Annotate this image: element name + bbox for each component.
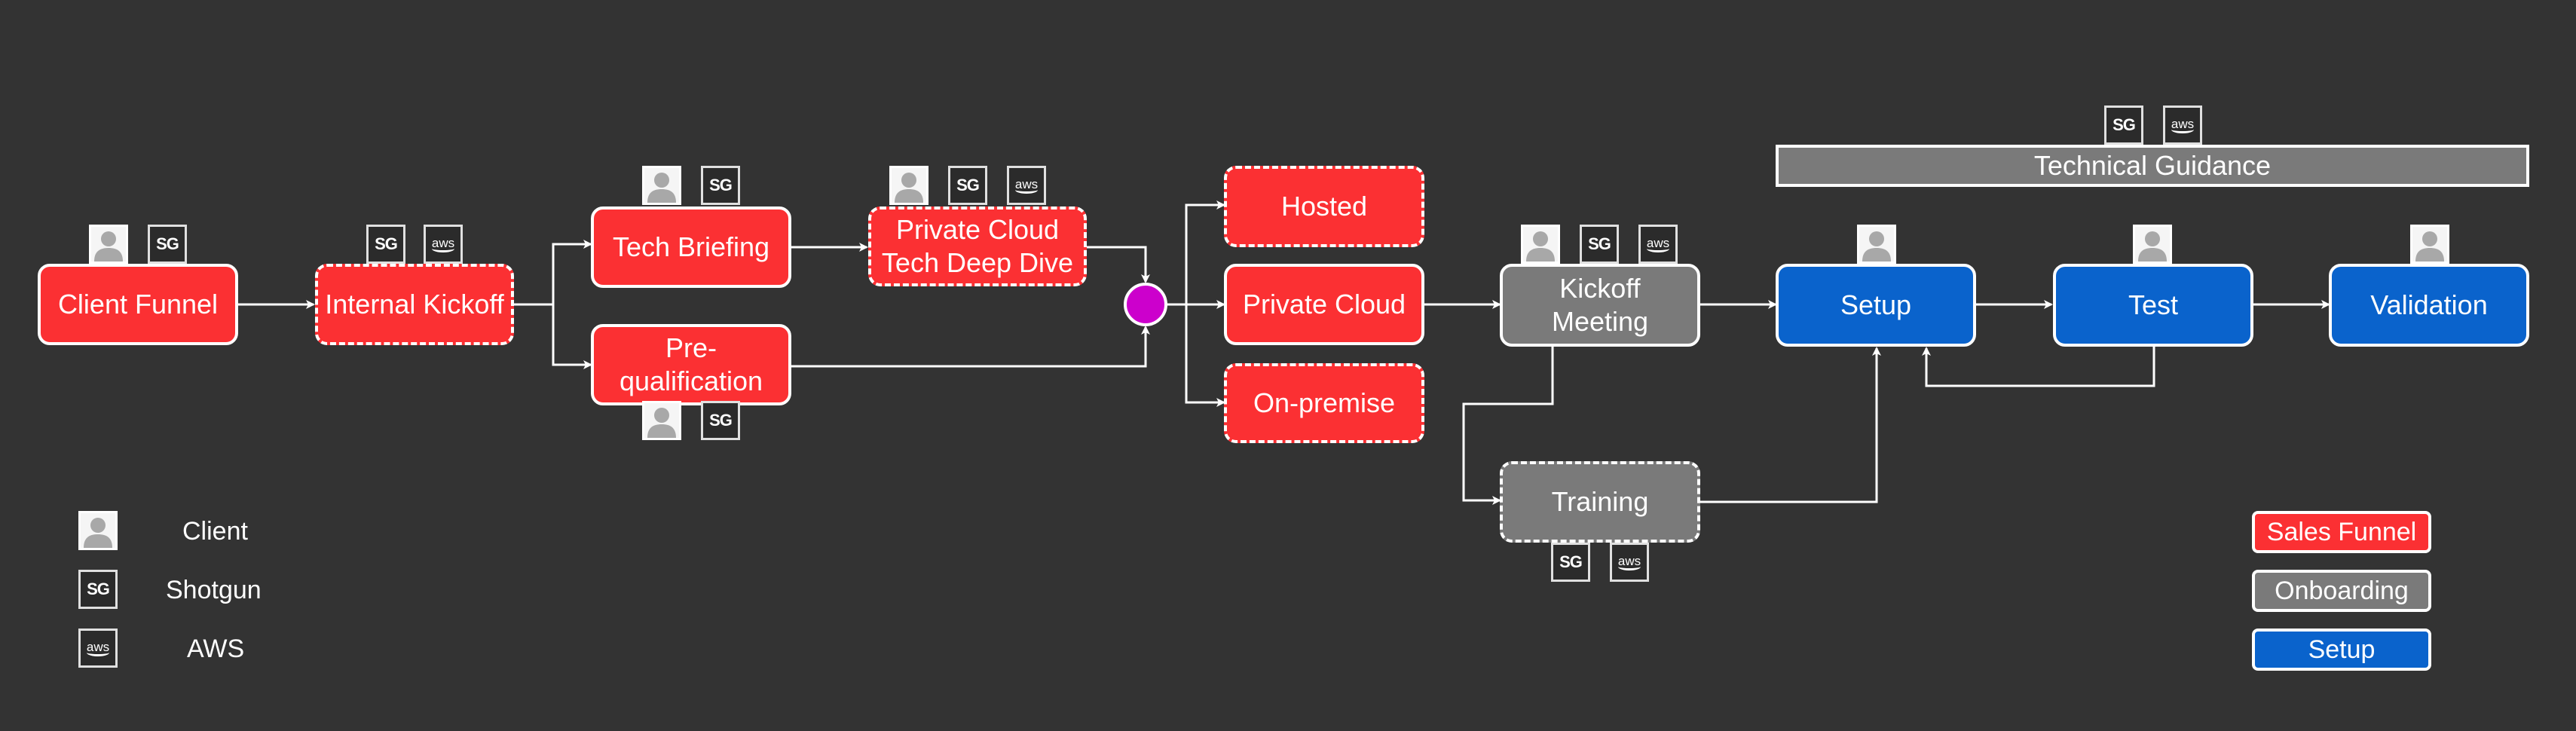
edge-kickoff-to-training <box>1462 347 1554 505</box>
node-label: Tech Briefing <box>612 231 770 262</box>
person-icon <box>889 166 929 205</box>
banner-label: Technical Guidance <box>2033 150 2272 181</box>
aws-icon: aws <box>1610 543 1649 582</box>
node-setup[interactable]: Setup <box>1776 264 1976 347</box>
legend-label-shotgun: Shotgun <box>166 576 262 604</box>
person-icon <box>78 511 118 550</box>
person-icon <box>642 166 681 205</box>
aws-icon: aws <box>1007 166 1046 205</box>
aws-icon: aws <box>78 629 118 668</box>
legend-onboarding: Onboarding <box>2252 570 2431 612</box>
sg-icon: SG <box>948 166 987 205</box>
node-label: Setup <box>1840 289 1912 320</box>
node-label: Client Funnel <box>57 289 219 320</box>
person-icon <box>642 401 681 440</box>
edge-test-to-setup <box>1922 347 2155 387</box>
legend-setup: Setup <box>2252 629 2431 671</box>
edge-internal-to-tech <box>514 240 592 306</box>
node-validation[interactable]: Validation <box>2329 264 2529 347</box>
node-prequalification[interactable]: Pre- qualification <box>591 324 791 405</box>
node-hosted[interactable]: Hosted <box>1224 166 1424 247</box>
edge-internal-to-prequal <box>552 304 592 369</box>
node-label: Private Cloud Tech Deep Dive <box>881 214 1074 278</box>
node-label: Kickoff Meeting <box>1551 273 1649 337</box>
sg-icon: SG <box>78 570 118 609</box>
legend-label-aws: AWS <box>187 635 245 663</box>
person-icon <box>1857 225 1896 264</box>
node-on-premise[interactable]: On-premise <box>1224 363 1424 443</box>
sg-icon: SG <box>701 401 740 440</box>
edge-prequal-to-junction <box>791 326 1150 368</box>
aws-icon: aws <box>1638 225 1678 264</box>
legend-sales-funnel-label: Sales Funnel <box>2266 517 2417 546</box>
node-label: Validation <box>2370 289 2488 320</box>
node-private-cloud-deep-dive[interactable]: Private Cloud Tech Deep Dive <box>868 206 1087 286</box>
node-private-cloud[interactable]: Private Cloud <box>1224 264 1424 345</box>
aws-icon: aws <box>2163 106 2202 145</box>
sg-icon: SG <box>701 166 740 205</box>
node-tech-briefing[interactable]: Tech Briefing <box>591 206 791 288</box>
person-icon <box>2133 225 2172 264</box>
legend-label-client: Client <box>182 517 248 546</box>
sg-icon: SG <box>2104 106 2143 145</box>
node-label: Private Cloud <box>1242 289 1406 320</box>
node-internal-kickoff[interactable]: Internal Kickoff <box>315 264 514 345</box>
junction-node <box>1124 283 1167 326</box>
node-label: Test <box>2128 289 2179 320</box>
node-test[interactable]: Test <box>2053 264 2253 347</box>
node-label: On-premise <box>1253 387 1396 418</box>
edge-deepdive-to-junction <box>1087 246 1150 283</box>
node-label: Pre- qualification <box>619 332 763 396</box>
node-training[interactable]: Training <box>1500 461 1700 543</box>
aws-icon: aws <box>424 225 463 264</box>
person-icon <box>2410 225 2449 264</box>
person-icon <box>1521 225 1560 264</box>
legend-sales-funnel: Sales Funnel <box>2252 511 2431 553</box>
technical-guidance-banner: Technical Guidance <box>1776 145 2529 187</box>
sg-icon: SG <box>366 225 405 264</box>
edge-junction-to-hosted <box>1167 200 1225 306</box>
edge-training-to-setup <box>1700 347 1881 503</box>
sg-icon: SG <box>1551 543 1590 582</box>
node-label: Internal Kickoff <box>325 289 504 320</box>
node-kickoff-meeting[interactable]: Kickoff Meeting <box>1500 264 1700 347</box>
edge-junction-to-onprem <box>1185 304 1225 407</box>
person-icon <box>89 225 128 264</box>
legend-setup-label: Setup <box>2308 635 2376 664</box>
sg-icon: SG <box>148 225 187 264</box>
sg-icon: SG <box>1580 225 1619 264</box>
node-label: Training <box>1551 486 1649 517</box>
node-client-funnel[interactable]: Client Funnel <box>38 264 238 345</box>
node-label: Hosted <box>1280 191 1368 222</box>
legend-onboarding-label: Onboarding <box>2275 576 2409 605</box>
